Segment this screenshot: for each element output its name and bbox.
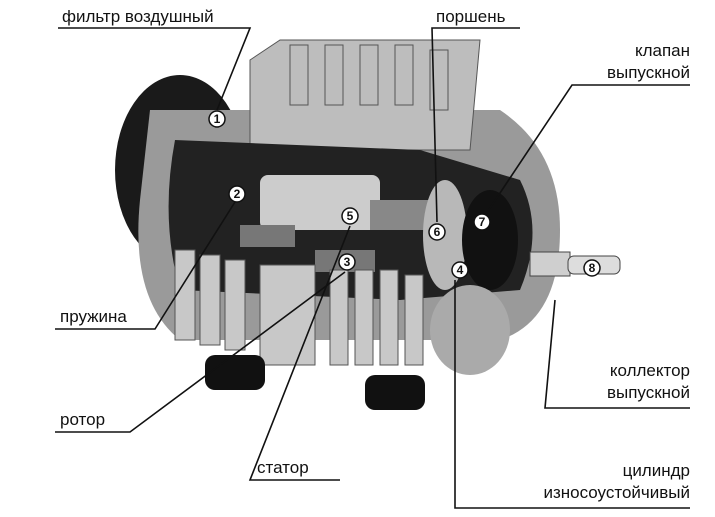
marker-circle-5 xyxy=(341,207,359,225)
leader-lines xyxy=(55,27,690,509)
marker-number-1: 1 xyxy=(214,112,221,126)
marker-circle-3 xyxy=(338,253,356,271)
piston-body xyxy=(260,175,380,230)
magnet xyxy=(240,225,295,247)
marker-circle-8 xyxy=(583,259,601,277)
end-housing xyxy=(430,285,510,375)
valve-plate xyxy=(462,190,518,290)
label-spring: пружина xyxy=(60,307,127,326)
marker-circle-2 xyxy=(228,185,246,203)
rubber-foot xyxy=(205,355,265,390)
marker-circle-6 xyxy=(428,223,446,241)
top-fins xyxy=(249,39,481,151)
marker-number-7: 7 xyxy=(479,215,486,229)
rubber-foot xyxy=(365,375,425,410)
marker-number-8: 8 xyxy=(589,261,596,275)
bottom-fins xyxy=(174,249,424,366)
label-air-filter: фильтр воздушный xyxy=(62,7,214,26)
label-piston: поршень xyxy=(436,7,506,26)
label-outlet-manifold-line1: коллектор xyxy=(609,361,690,380)
marker-circle-7 xyxy=(473,213,491,231)
label-cylinder-line1: цилиндр xyxy=(622,461,690,480)
label-outlet-valve-line1: клапан xyxy=(634,41,690,60)
label-outlet-valve-line2: выпускной xyxy=(606,63,690,82)
label-rotor: ротор xyxy=(60,410,106,429)
label-cylinder-line2: износоустойчивый xyxy=(543,483,690,502)
marker-number-3: 3 xyxy=(344,255,351,269)
marker-circle-4 xyxy=(451,261,469,279)
marker-number-6: 6 xyxy=(434,225,441,239)
number-markers: 1 2 3 4 5 6 7 8 xyxy=(208,110,601,279)
marker-number-5: 5 xyxy=(347,209,354,223)
marker-number-4: 4 xyxy=(457,263,464,277)
label-stator: статор xyxy=(257,458,309,477)
outlet-nozzle xyxy=(529,251,571,277)
marker-number-2: 2 xyxy=(234,187,241,201)
label-outlet-manifold-line2: выпускной xyxy=(606,383,690,402)
marker-circle-1 xyxy=(208,110,226,128)
